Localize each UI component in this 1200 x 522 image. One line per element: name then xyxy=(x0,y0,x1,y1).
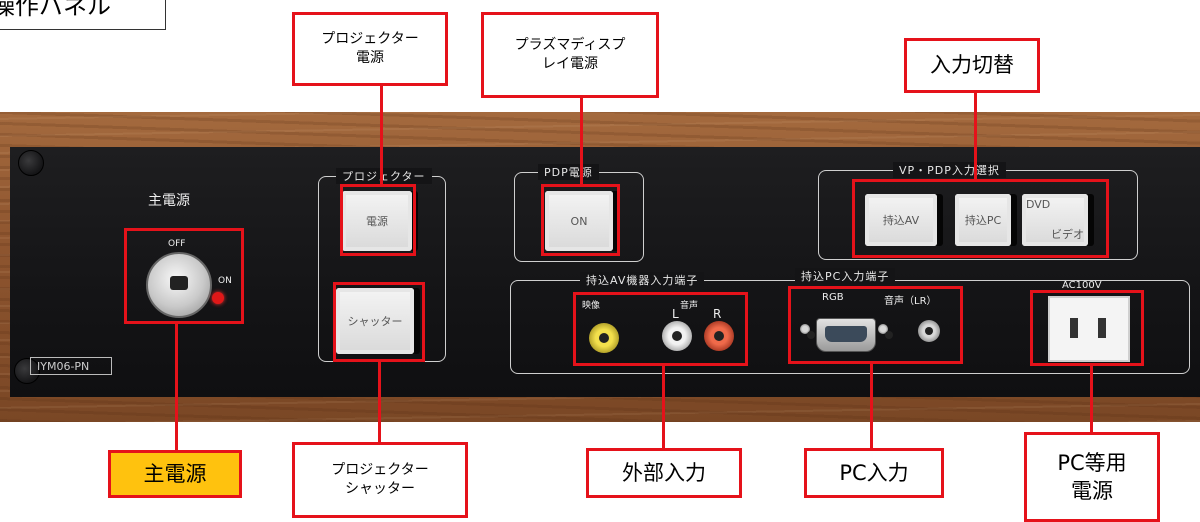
main-power-label: 主電源 xyxy=(148,193,190,209)
connector-line xyxy=(870,364,873,450)
page-title-box: 操作パネル xyxy=(0,0,166,30)
connector-line xyxy=(378,362,381,442)
input-select-group-label: VP・PDP入力選択 xyxy=(893,162,1006,178)
highlight-projector-shutter xyxy=(333,282,425,362)
ac-label: AC100V xyxy=(1062,280,1102,291)
ac-outlet[interactable] xyxy=(1048,296,1130,362)
pc-audio-label: 音声（LR） xyxy=(884,296,937,307)
highlight-pc-input xyxy=(788,286,963,364)
callout-line: レイ電源 xyxy=(542,56,598,72)
highlight-input-select xyxy=(852,179,1109,258)
callout-line: PC等用 xyxy=(1057,450,1127,475)
av-audio-right-jack[interactable] xyxy=(704,321,734,351)
projector-group-label: プロジェクター xyxy=(336,168,432,184)
connector-line xyxy=(175,324,178,452)
connector-line xyxy=(580,97,583,185)
av-left-label: L xyxy=(672,307,679,321)
highlight-av-input xyxy=(573,292,748,366)
outlet-slot xyxy=(1098,318,1106,338)
callout-external-input: 外部入力 xyxy=(586,448,742,498)
input-pc-button[interactable]: 持込PC xyxy=(955,194,1011,246)
screw-icon xyxy=(18,150,44,176)
callout-line: 電源 xyxy=(356,50,384,66)
model-plate: IYM06-PN xyxy=(30,357,112,375)
pc-rgb-port[interactable] xyxy=(816,318,876,352)
pdp-group-label: PDP電源 xyxy=(538,164,599,180)
callout-line: プロジェクター xyxy=(331,462,429,479)
av-video-label: 映像 xyxy=(582,301,601,311)
av-audio-label: 音声 xyxy=(680,301,699,311)
page-title: 操作パネル xyxy=(0,0,111,20)
connector-line xyxy=(974,92,977,180)
callout-line: プラズマディスプ xyxy=(514,37,626,54)
av-right-label: R xyxy=(713,307,722,321)
connector-line xyxy=(1090,366,1093,434)
vga-screw-left xyxy=(800,324,815,339)
callout-pdp-power: プラズマディスプ レイ電源 xyxy=(481,12,659,98)
callout-pc-input: PC入力 xyxy=(804,448,944,498)
power-led-indicator xyxy=(212,292,224,304)
projector-power-button[interactable]: 電源 xyxy=(342,191,412,251)
key-on-label: ON xyxy=(218,276,232,286)
callout-line: シャッター xyxy=(345,481,415,497)
av-video-jack[interactable] xyxy=(589,323,619,353)
connector-line xyxy=(662,366,665,450)
outlet-slot xyxy=(1070,318,1078,338)
highlight-pdp-power xyxy=(541,184,620,256)
callout-projector-shutter: プロジェクター シャッター xyxy=(292,442,468,518)
main-power-key-switch[interactable] xyxy=(146,252,212,318)
pc-rgb-label: RGB xyxy=(822,292,844,303)
input-video-label: ビデオ xyxy=(1051,228,1084,241)
callout-input-switch: 入力切替 xyxy=(904,38,1040,93)
callout-line: プロジェクター xyxy=(321,31,419,48)
av-input-group-label: 持込AV機器入力端子 xyxy=(580,272,705,288)
highlight-main-power xyxy=(124,228,244,324)
callout-projector-power: プロジェクター 電源 xyxy=(292,12,448,86)
vga-screw-right xyxy=(878,324,893,339)
highlight-projector-power xyxy=(340,184,416,256)
pc-audio-jack[interactable] xyxy=(918,320,940,342)
screw-icon xyxy=(14,358,40,384)
projector-shutter-button[interactable]: シャッター xyxy=(336,288,414,354)
callout-main-power: 主電源 xyxy=(108,450,242,498)
key-off-label: OFF xyxy=(168,239,186,249)
input-dvd-video-button[interactable]: DVD ビデオ xyxy=(1022,194,1088,246)
input-dvd-label: DVD xyxy=(1026,198,1051,211)
highlight-ac-outlet xyxy=(1030,290,1144,366)
av-audio-left-jack[interactable] xyxy=(662,321,692,351)
pdp-on-button[interactable]: ON xyxy=(545,191,613,251)
callout-pc-power: PC等用 電源 xyxy=(1024,432,1160,522)
callout-line: 電源 xyxy=(1071,479,1113,503)
pc-input-group-label: 持込PC入力端子 xyxy=(795,268,896,284)
input-av-button[interactable]: 持込AV xyxy=(865,194,937,246)
connector-line xyxy=(380,85,383,185)
